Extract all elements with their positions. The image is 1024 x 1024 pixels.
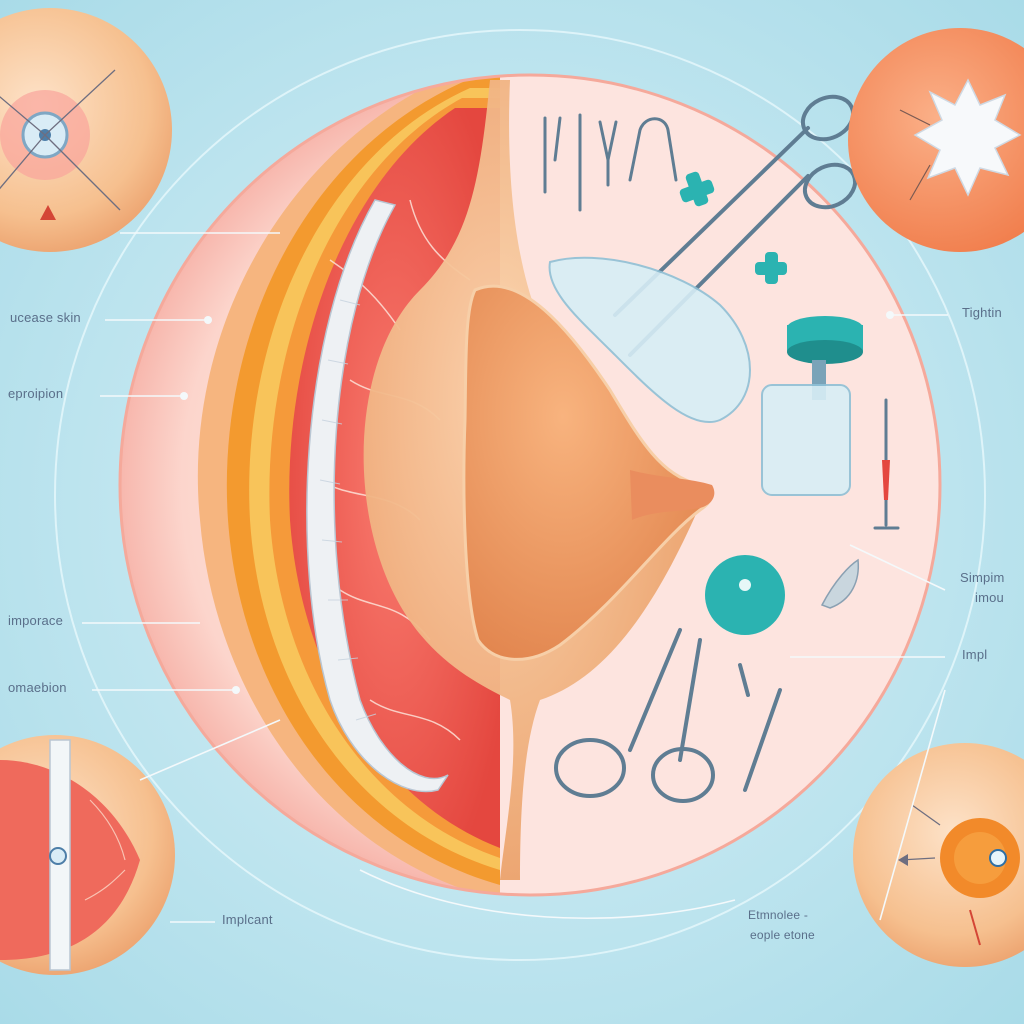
nipple xyxy=(630,470,715,520)
detail-circle-top-left xyxy=(0,8,172,252)
cross-icon xyxy=(679,171,787,284)
outer-ring xyxy=(54,29,986,961)
fascia-band xyxy=(306,199,449,793)
label-proportion: eproipion xyxy=(8,386,64,401)
label-simple: Simpim xyxy=(960,570,1005,585)
label-simple-sub: imou xyxy=(975,590,1004,605)
scalpel-icon xyxy=(873,398,900,530)
leaf-icon xyxy=(820,558,860,609)
label-bottom-right-1: Etmnolee - xyxy=(748,908,809,922)
leader-lines xyxy=(82,232,948,923)
teal-disc-icon xyxy=(705,555,785,635)
detail-circle-bottom-left xyxy=(0,735,175,975)
detail-circle-top-right xyxy=(848,28,1024,252)
label-formation: omaebion xyxy=(8,680,67,695)
leader-dots xyxy=(180,311,894,694)
implant-shape xyxy=(462,284,713,661)
main-cross-section xyxy=(118,73,942,897)
label-implant-right: Impl xyxy=(962,647,988,662)
label-tightening: Tightin xyxy=(962,305,1002,320)
syringe-icon xyxy=(761,316,863,496)
label-implant-bottom: Implcant xyxy=(222,912,273,927)
label-bottom-right-2: eople etone xyxy=(750,928,815,942)
label-importance: imporace xyxy=(8,613,64,628)
detail-circle-bottom-right xyxy=(853,743,1024,967)
label-skin: ucease skin xyxy=(10,310,81,325)
forceps-icon xyxy=(543,113,678,212)
implant-icon xyxy=(548,256,751,423)
clamp-icon xyxy=(554,628,782,803)
